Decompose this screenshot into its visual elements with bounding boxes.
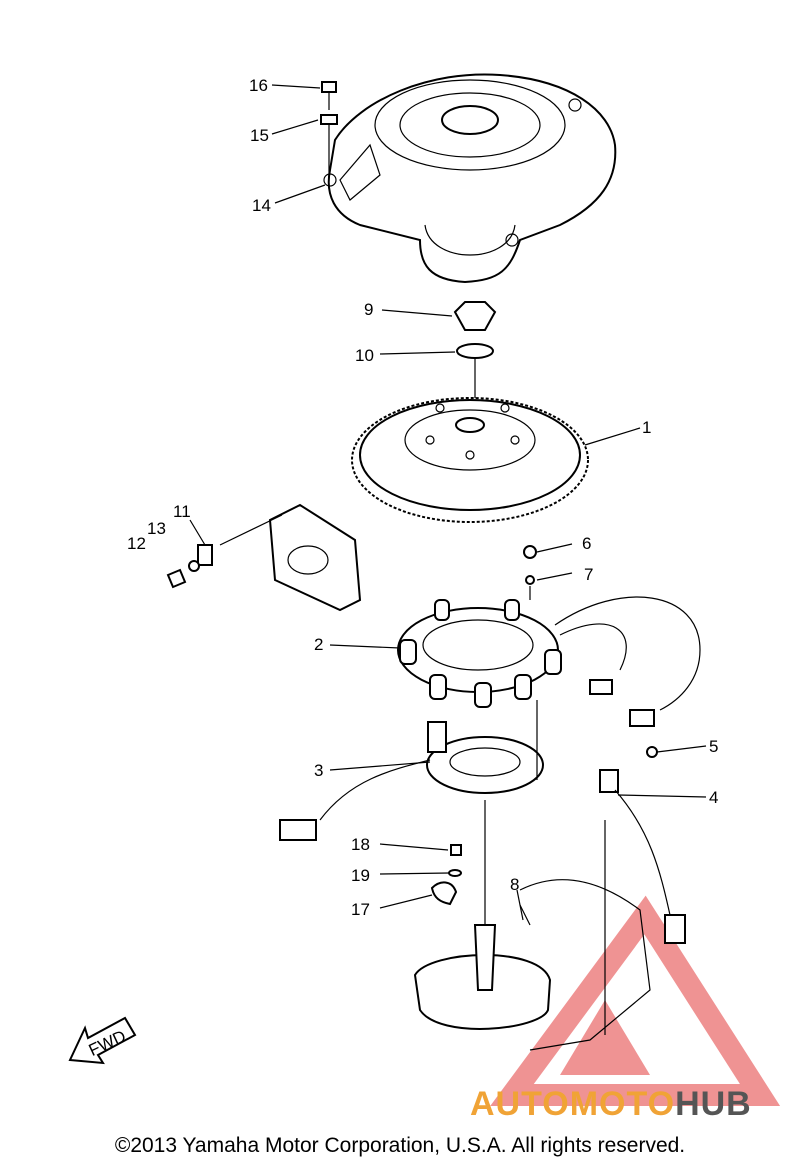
callout-12: 12: [127, 534, 146, 553]
watermark-text: AUTOMOTOHUB: [470, 1085, 752, 1124]
callout-3: 3: [314, 761, 323, 780]
callout-13: 13: [147, 519, 166, 538]
callout-11: 11: [173, 502, 191, 521]
bracket: [166, 503, 362, 612]
callout-8: 8: [510, 875, 519, 894]
fwd-arrow: FWD: [68, 1016, 137, 1065]
callout-19: 19: [351, 866, 370, 885]
callout-4: 4: [709, 788, 718, 807]
callout-6: 6: [582, 534, 591, 553]
flywheel: [351, 397, 589, 523]
callout-9: 9: [364, 300, 373, 319]
callout-15: 15: [250, 126, 269, 145]
cover-bolt: [320, 81, 338, 178]
callout-7: 7: [584, 565, 593, 584]
callout-14: 14: [252, 196, 271, 215]
callout-labels: 16 15 14 9 10 1 11 13 12 6 7 2 5 3 4 18 …: [127, 76, 718, 919]
watermark-part1: AUTOMOTO: [470, 1085, 676, 1123]
flywheel-nut: [453, 301, 497, 420]
callout-2: 2: [314, 635, 323, 654]
leader-lines: [189, 84, 707, 921]
callout-5: 5: [709, 737, 718, 756]
callout-16: 16: [249, 76, 268, 95]
flywheel-cover: [323, 73, 617, 284]
watermark-part2: HUB: [675, 1085, 752, 1123]
callout-10: 10: [355, 346, 374, 365]
clamp: [430, 844, 462, 906]
copyright-notice: ©2013 Yamaha Motor Corporation, U.S.A. A…: [114, 1134, 686, 1157]
callout-17: 17: [351, 900, 370, 919]
watermark-logo: [490, 895, 781, 1106]
callout-1: 1: [642, 418, 651, 437]
lead-wire: [599, 746, 686, 944]
crankcase: [413, 800, 651, 1051]
stator: [397, 545, 701, 727]
callout-18: 18: [351, 835, 370, 854]
